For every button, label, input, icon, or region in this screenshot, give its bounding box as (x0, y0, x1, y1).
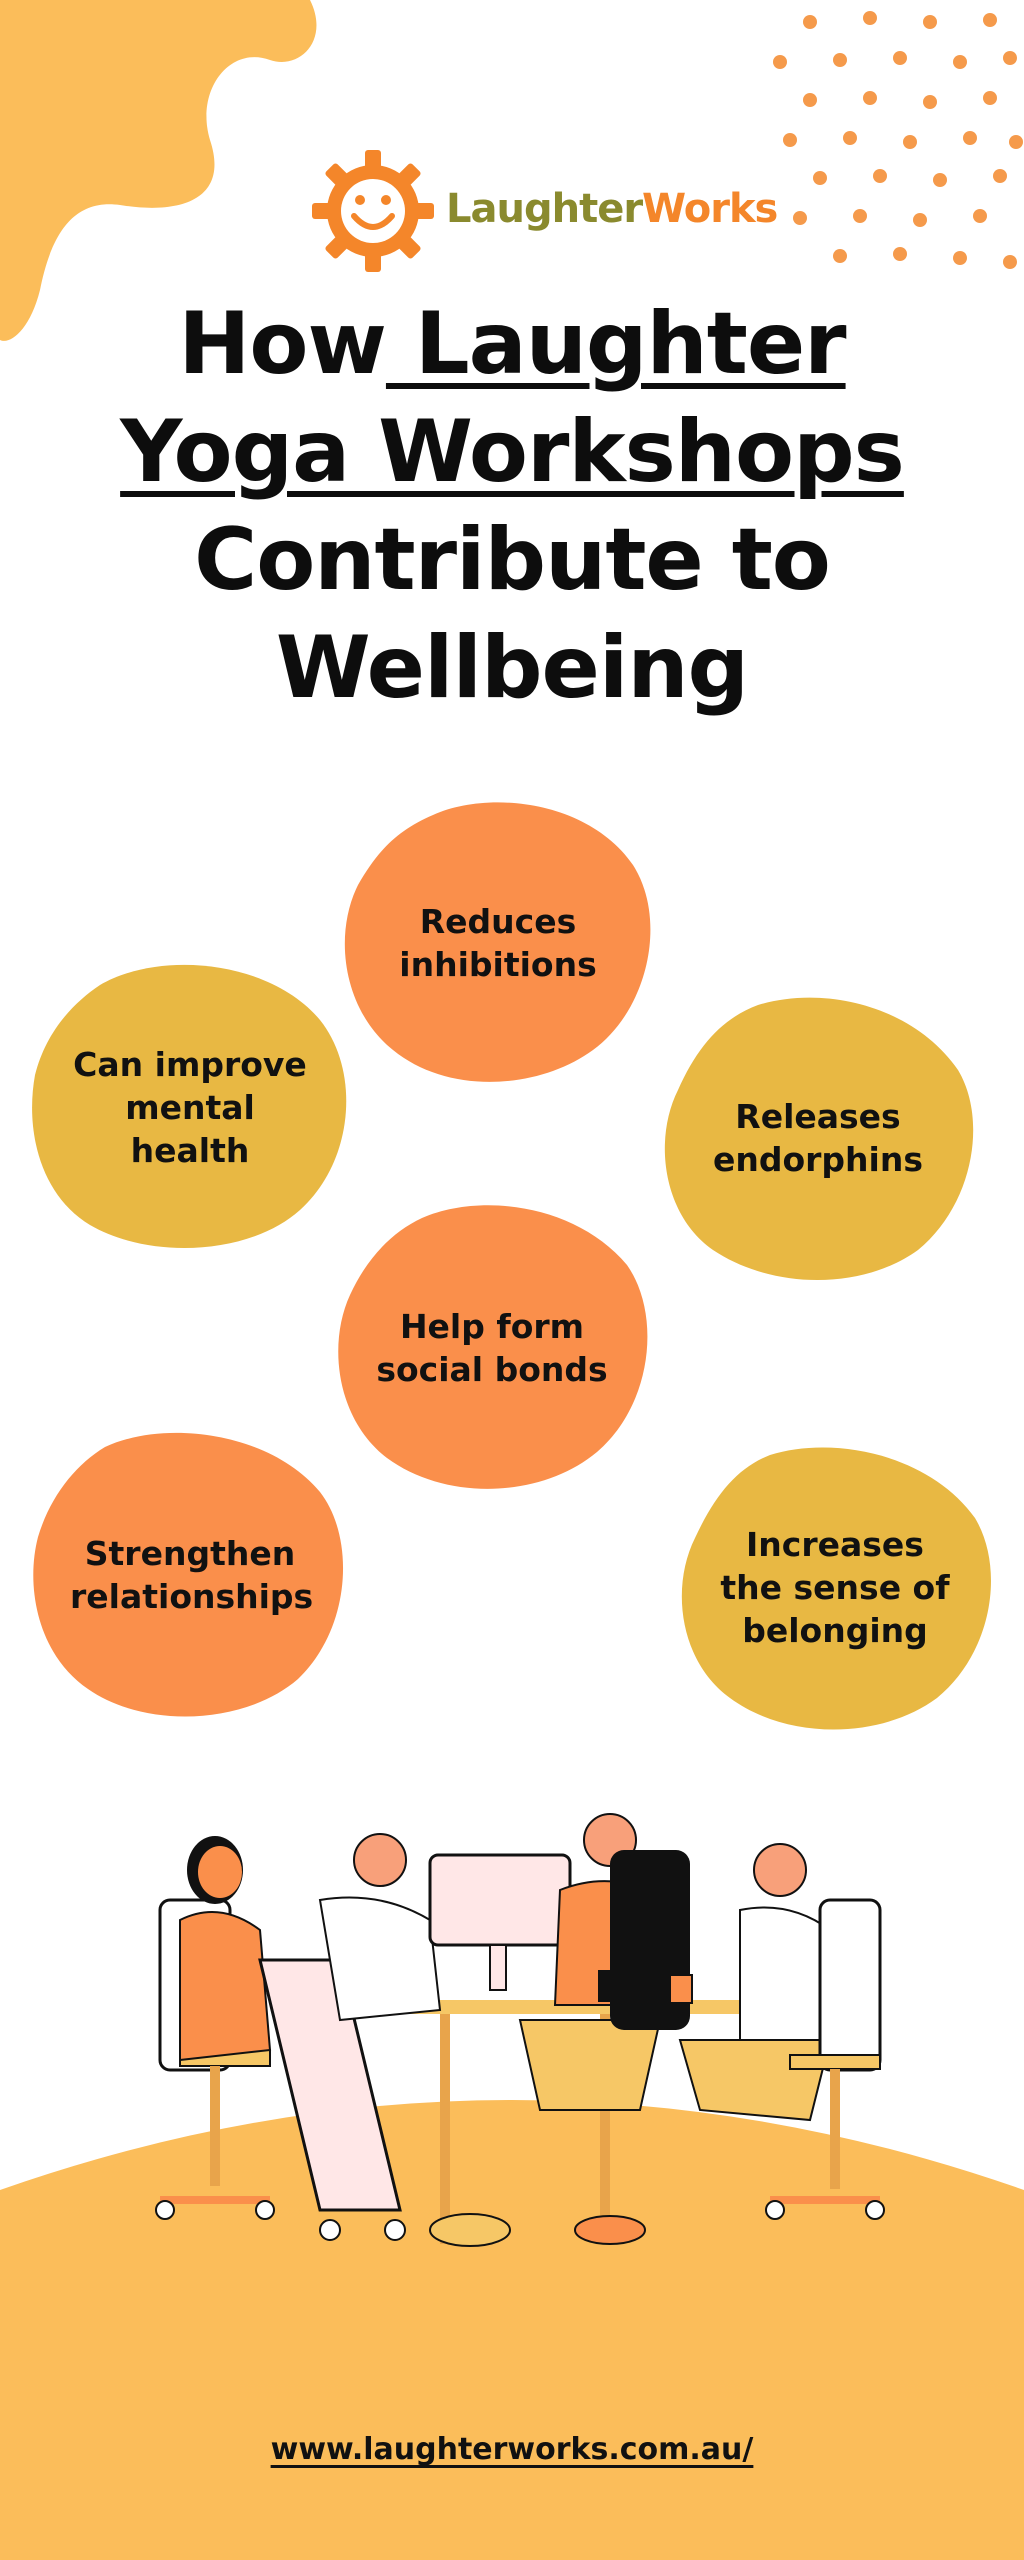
brand-logo[interactable]: LaughterWorks (310, 148, 778, 274)
benefit-bubble-strengthen-relationships: Strengthen relationships (30, 1427, 350, 1722)
decorative-blob-top-left (0, 0, 317, 341)
website-link[interactable]: www.laughterworks.com.au/ (270, 2432, 754, 2467)
decorative-dot (993, 169, 1007, 183)
decorative-dot (913, 213, 927, 227)
decorative-dot (793, 211, 807, 225)
decorative-dot (983, 91, 997, 105)
decorative-dot (833, 53, 847, 67)
benefit-label: Help form social bonds (376, 1306, 608, 1389)
decorative-dot (783, 133, 797, 147)
benefit-label: Strengthen relationships (70, 1533, 314, 1616)
decorative-dot (1009, 135, 1023, 149)
decorative-dot (1003, 51, 1017, 65)
decorative-dot (953, 251, 967, 265)
decorative-dots-pattern (773, 11, 1023, 269)
benefit-label: Increases the sense of belonging (720, 1525, 950, 1650)
benefit-bubble-mental-health: Can improve mental health (30, 960, 350, 1255)
benefit-label: Releases endorphins (712, 1096, 923, 1179)
benefit-label: Can improve mental health (73, 1045, 307, 1170)
decorative-dot (933, 173, 947, 187)
brand-name-part1: Laughter (446, 186, 643, 232)
decorative-dot (863, 11, 877, 25)
title-part-contribute: Contribute to (194, 510, 831, 610)
decorative-dot (833, 249, 847, 263)
decorative-dot (843, 131, 857, 145)
benefit-bubble-sense-of-belonging: Increases the sense of belonging (675, 1440, 995, 1735)
decorative-dot (1003, 255, 1017, 269)
decorative-dot (983, 13, 997, 27)
brand-name-part2: Works (642, 186, 778, 232)
decorative-dot (813, 171, 827, 185)
team-meeting-illustration (155, 1813, 885, 2247)
decorative-dot (873, 169, 887, 183)
brand-name: LaughterWorks (446, 186, 778, 232)
title-part-wellbeing: Wellbeing (275, 618, 749, 718)
benefit-label: Reduces inhibitions (399, 901, 597, 984)
smiling-gear-icon (312, 150, 434, 272)
benefit-bubble-social-bonds: Help form social bonds (332, 1200, 652, 1495)
decorative-dot (853, 209, 867, 223)
decorative-dot (963, 131, 977, 145)
decorative-dot (923, 15, 937, 29)
decorative-dot (773, 55, 787, 69)
decorative-dot (803, 15, 817, 29)
title-part-yoga-workshops: Yoga Workshops (120, 402, 905, 502)
decorative-dot (893, 247, 907, 261)
decorative-dot (893, 51, 907, 65)
decorative-dot (803, 93, 817, 107)
title-part-laughter: Laughter (385, 294, 847, 394)
page-title: How Laughter Yoga Workshops Contribute t… (80, 290, 944, 722)
decorative-dot (863, 91, 877, 105)
decorative-dot (923, 95, 937, 109)
decorative-dot (973, 209, 987, 223)
benefit-bubble-releases-endorphins: Releases endorphins (658, 990, 978, 1285)
decorative-dot (953, 55, 967, 69)
decorative-dot (903, 135, 917, 149)
benefit-bubble-reduces-inhibitions: Reduces inhibitions (338, 795, 658, 1090)
title-part-how: How (178, 294, 387, 394)
